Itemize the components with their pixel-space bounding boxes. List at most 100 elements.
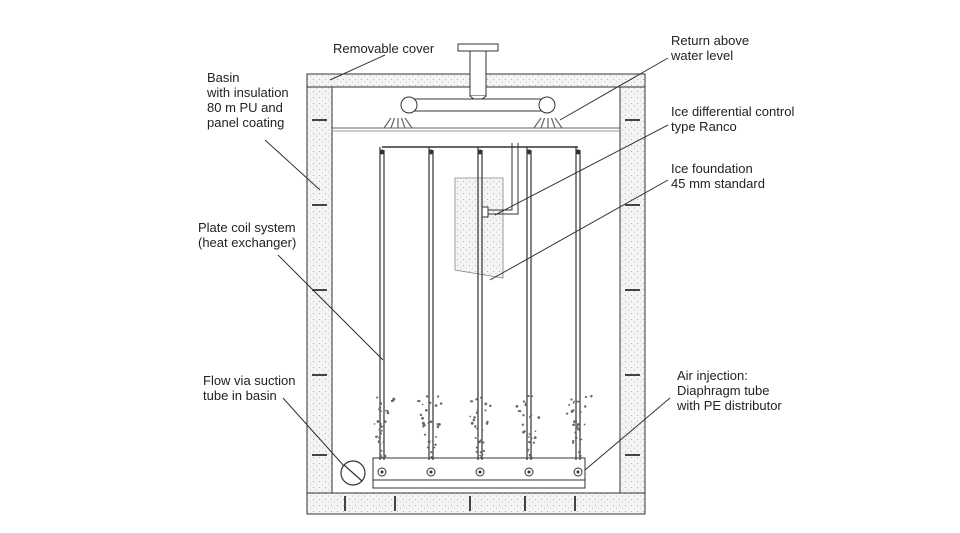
air-bubble [574, 431, 577, 434]
air-bubble [486, 420, 489, 424]
spray-mark [533, 117, 542, 129]
air-bubble [425, 395, 429, 398]
spray-mark [404, 117, 413, 129]
air-bubble [379, 409, 382, 413]
air-bubble [533, 436, 537, 440]
air-bubble [439, 402, 443, 405]
leader-lines [264, 54, 671, 471]
air-bubble [379, 425, 383, 429]
air-bubble [382, 441, 385, 444]
plate-coils [379, 147, 581, 460]
air-bubble [386, 409, 389, 412]
air-bubble [528, 436, 530, 438]
air-bubble [584, 405, 587, 408]
air-bubble [383, 454, 387, 458]
air-bubble [577, 427, 580, 431]
air-bubble [580, 438, 583, 441]
leader-flow-suction [282, 397, 345, 467]
air-bubble [379, 402, 383, 405]
air-bubble [472, 418, 476, 422]
air-bubble [380, 449, 383, 452]
air-bubble [523, 430, 526, 433]
air-bubble [481, 453, 484, 456]
coil-top-joint [526, 149, 532, 155]
air-bubble [572, 402, 575, 404]
label-line: Ice differential control [671, 104, 795, 119]
label-line: panel coating [207, 115, 285, 130]
air-bubble [476, 408, 479, 411]
air-bubble [392, 397, 396, 401]
air-bubble [427, 440, 431, 444]
spray-mark [400, 117, 406, 129]
label-line: with insulation [207, 85, 289, 100]
air-bubble [379, 454, 382, 457]
air-bubble [426, 446, 429, 449]
air-bubble [575, 400, 578, 403]
inlet-pipe [457, 43, 499, 101]
air-bubble [528, 453, 531, 456]
air-bubble [423, 433, 427, 436]
air-bubble [528, 440, 531, 444]
air-bubble [522, 400, 526, 403]
air-bubble [376, 420, 380, 423]
air-bubble [578, 450, 582, 454]
air-bubble [421, 416, 424, 420]
distribution-header [332, 96, 620, 132]
label-line: Air injection: [677, 368, 748, 383]
air-bubble [479, 454, 481, 457]
air-bubble [379, 442, 382, 445]
air-bubble [436, 395, 440, 398]
air-bubble [573, 400, 576, 403]
air-bubble [531, 395, 534, 398]
air-bubble [376, 396, 379, 399]
air-bubbles [373, 394, 593, 460]
label-line: Flow via suction [203, 373, 296, 388]
air-bubble [578, 454, 582, 458]
air-bubble [378, 436, 381, 439]
air-bubble [470, 421, 474, 425]
air-bubble [590, 394, 593, 398]
label-line: (heat exchanger) [198, 235, 297, 250]
coil-top-joint [379, 149, 385, 155]
air-bubble [574, 420, 578, 424]
air-bubble [384, 409, 387, 412]
air-bubble [378, 428, 381, 431]
ice-foundation-zone [454, 177, 504, 279]
air-bubble [392, 399, 395, 402]
air-bubble [575, 425, 579, 428]
air-bubble [570, 409, 574, 413]
spray-mark [383, 117, 392, 129]
air-nozzle-core [380, 470, 384, 474]
label-line: type Ranco [671, 119, 737, 134]
air-bubble [529, 415, 532, 418]
air-bubble [430, 451, 433, 454]
air-bubble [373, 423, 376, 425]
air-bubble [436, 425, 440, 429]
air-bubble [489, 404, 492, 408]
air-bubble [429, 420, 433, 424]
air-bubble [565, 412, 569, 415]
air-bubble [532, 441, 536, 444]
air-nozzles [377, 467, 583, 477]
air-bubble [526, 450, 529, 453]
spray-mark [550, 117, 556, 129]
air-bubble [380, 429, 383, 432]
air-bubble [429, 401, 432, 404]
air-bubble [522, 414, 525, 417]
air-bubble [434, 404, 438, 407]
air-nozzle-core [478, 470, 482, 474]
label-plate-coil-system: Plate coil system(heat exchanger) [198, 220, 296, 250]
leader-plate-coil [277, 254, 384, 361]
air-bubble [515, 405, 519, 408]
spray-marks [383, 117, 563, 129]
spray-mark [390, 117, 396, 129]
air-nozzle-core [527, 470, 531, 474]
air-bubble [469, 415, 472, 418]
air-bubble [378, 408, 381, 411]
